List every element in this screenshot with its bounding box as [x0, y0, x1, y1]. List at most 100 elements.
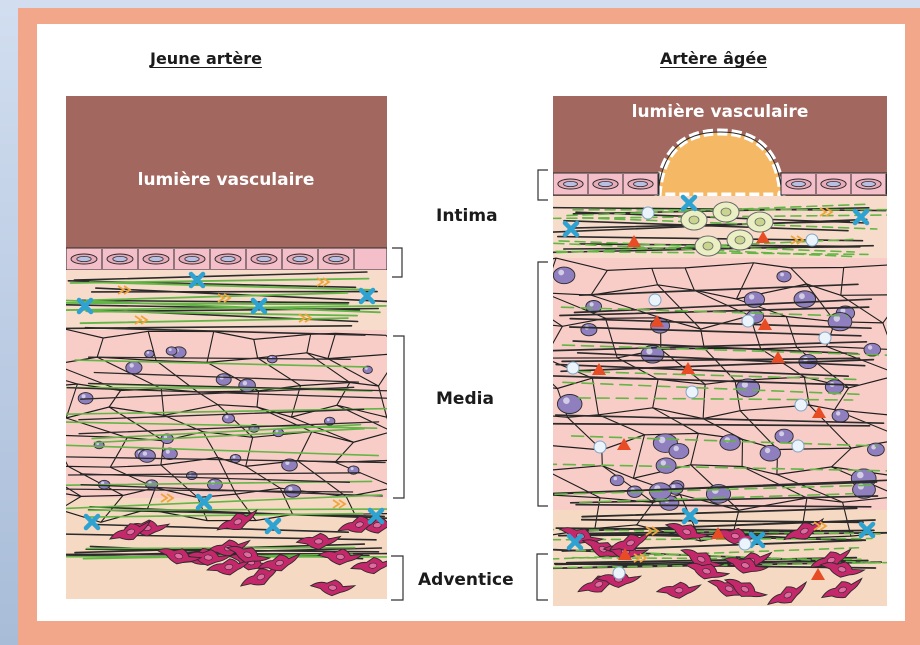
- nucleus-highlight: [672, 485, 676, 489]
- endothelial-nucleus: [149, 256, 163, 261]
- nucleus: [553, 267, 575, 284]
- white-cell-marker: [594, 441, 606, 453]
- cell-membrane: [23, 431, 32, 466]
- cell-membrane: [393, 488, 396, 514]
- cell-membrane: [386, 335, 400, 353]
- foam-cell-core: [689, 216, 699, 224]
- cell-membrane: [11, 410, 52, 435]
- aged-adventice-bracket: [537, 554, 548, 600]
- nucleus-highlight: [327, 418, 330, 421]
- nucleus-highlight: [661, 460, 666, 465]
- nucleus: [162, 448, 177, 459]
- nucleus-highlight: [858, 483, 864, 489]
- nucleus-highlight: [857, 472, 864, 479]
- nucleus: [581, 324, 597, 336]
- nucleus: [186, 472, 197, 480]
- endothelial-nucleus: [792, 181, 806, 186]
- endothelial-nucleus: [634, 181, 648, 186]
- cell-membrane: [494, 319, 518, 351]
- nucleus-highlight: [799, 293, 805, 299]
- nucleus-highlight: [779, 431, 784, 436]
- cell-membrane: [501, 268, 506, 285]
- nucleus-highlight: [659, 437, 666, 444]
- white-cell-marker: [613, 567, 625, 579]
- cell-membrane: [504, 438, 516, 464]
- nucleus: [166, 347, 177, 355]
- nucleus: [610, 475, 624, 486]
- nucleus-highlight: [243, 381, 247, 385]
- nucleus-highlight: [614, 477, 618, 481]
- nucleus: [230, 454, 241, 462]
- nucleus-highlight: [646, 348, 652, 354]
- nucleus: [223, 414, 235, 423]
- aged-brackets: [537, 170, 548, 600]
- nucleus-highlight: [558, 270, 564, 276]
- cell-membrane: [904, 416, 905, 438]
- foam-cell-core: [703, 242, 713, 250]
- endothelial-nucleus: [293, 256, 307, 261]
- nucleus: [825, 380, 843, 394]
- cell-membrane: [889, 265, 904, 295]
- endothelial-nucleus: [221, 256, 235, 261]
- aged-intima-bracket: [538, 170, 548, 200]
- white-cell-marker: [742, 315, 754, 327]
- nucleus-highlight: [288, 487, 292, 491]
- foam-cell-core: [735, 236, 745, 244]
- nucleus: [777, 271, 791, 282]
- nucleus-highlight: [765, 448, 770, 453]
- nucleus-highlight: [749, 294, 754, 299]
- nucleus-highlight: [276, 430, 279, 433]
- white-cell-marker: [806, 234, 818, 246]
- cell-membrane: [541, 445, 546, 471]
- nucleus: [139, 450, 156, 463]
- white-cell-marker: [567, 362, 579, 374]
- nucleus: [216, 374, 231, 386]
- nucleus-highlight: [166, 450, 170, 454]
- young-brackets: [391, 248, 404, 600]
- fibroblast-nucleus: [314, 539, 322, 545]
- cell-membrane: [54, 328, 60, 365]
- foam-cell-core: [755, 218, 765, 226]
- white-cell-marker: [642, 207, 654, 219]
- nucleus-highlight: [836, 411, 840, 415]
- cell-membrane: [52, 435, 68, 466]
- white-cell-marker: [686, 386, 698, 398]
- foam-cell-core: [721, 208, 731, 216]
- cell-membrane: [492, 507, 499, 530]
- nucleus-highlight: [351, 467, 354, 470]
- nucleus: [126, 361, 142, 373]
- endothelial-nucleus: [77, 256, 91, 261]
- young-media-bracket: [393, 336, 404, 498]
- nucleus-highlight: [130, 363, 134, 367]
- nucleus-highlight: [225, 415, 228, 418]
- nucleus: [832, 409, 849, 422]
- nucleus: [720, 435, 740, 451]
- cell-membrane: [893, 496, 900, 532]
- white-cell-marker: [795, 399, 807, 411]
- endothelial-nucleus: [862, 181, 876, 186]
- nucleus: [208, 479, 223, 490]
- nucleus-highlight: [563, 397, 570, 404]
- nucleus: [239, 379, 256, 392]
- nucleus-highlight: [147, 351, 150, 354]
- nucleus: [145, 350, 154, 357]
- white-cell-marker: [819, 332, 831, 344]
- young-lumen-label: lumière vasculaire: [138, 170, 315, 190]
- young-adventice-bracket: [391, 556, 403, 600]
- aged-lumen-label: lumière vasculaire: [632, 102, 809, 122]
- nucleus-highlight: [169, 348, 172, 351]
- aged-artery: [488, 96, 905, 612]
- nucleus-highlight: [82, 394, 86, 398]
- nucleus-highlight: [233, 456, 236, 459]
- nucleus: [794, 291, 816, 308]
- cell-membrane: [893, 350, 900, 375]
- endothelial-nucleus: [599, 181, 613, 186]
- endothelial-nucleus: [113, 256, 127, 261]
- young-intima-bracket: [392, 248, 402, 277]
- nucleus-highlight: [674, 446, 679, 451]
- cell-membrane: [900, 375, 904, 417]
- cell-membrane: [12, 340, 25, 365]
- fibroblast-nucleus: [675, 587, 683, 593]
- white-cell-marker: [649, 294, 661, 306]
